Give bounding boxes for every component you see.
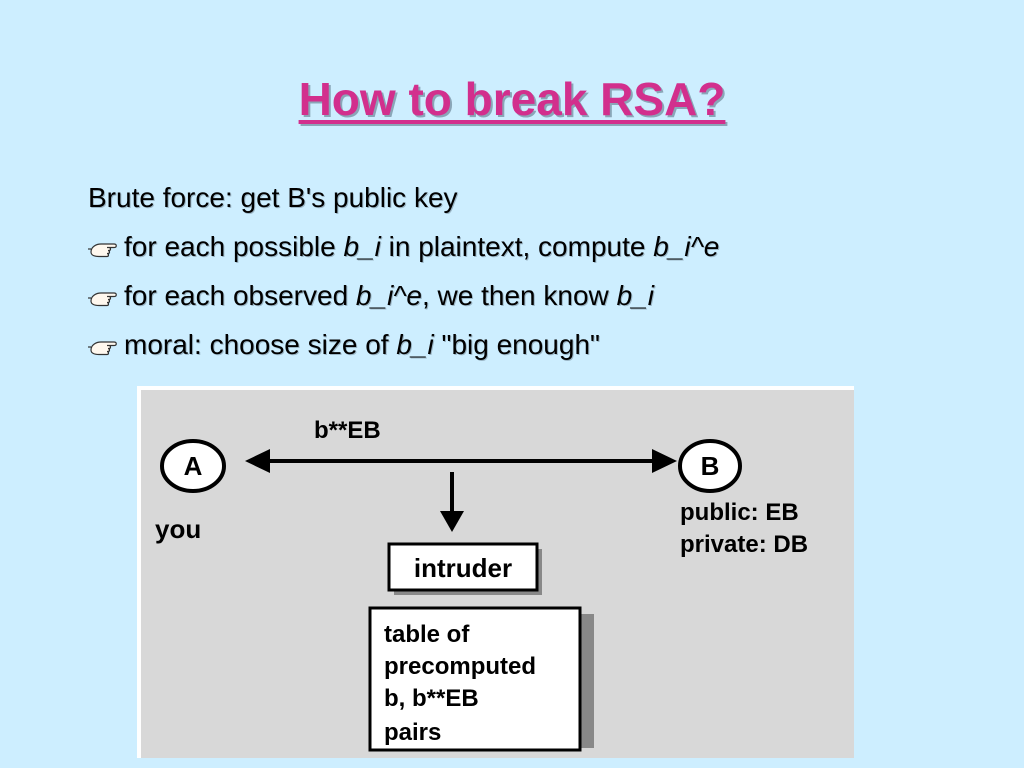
intruder-label: intruder <box>414 553 512 583</box>
node-a-caption: you <box>155 514 201 544</box>
rsa-diagram: b**EB A you B public: EB private: DB int… <box>137 386 854 758</box>
diagram-canvas: b**EB A you B public: EB private: DB int… <box>155 417 808 752</box>
node-a-circle <box>160 439 226 493</box>
node-b-public: public: EB <box>680 499 799 526</box>
bullet-text: moral: choose size of b_i "big enough" <box>124 329 600 360</box>
arrow-label: b**EB <box>314 417 381 444</box>
node-a-label: A <box>184 451 203 481</box>
pointing-hand-icon <box>88 232 124 260</box>
bullet-text: for each possible b_i in plaintext, comp… <box>124 231 720 262</box>
node-b-label: B <box>701 451 720 481</box>
pointing-hand-icon <box>88 281 124 309</box>
node-b-circle <box>678 439 742 493</box>
slide-title: How to break RSA? <box>298 73 726 125</box>
slide-content: Brute force: get B's public key for each… <box>88 178 968 374</box>
arrow-head-right <box>652 449 677 473</box>
down-arrow-head <box>440 511 464 532</box>
node-b-private: private: DB <box>680 531 808 558</box>
table-line: pairs <box>384 719 441 746</box>
pointing-hand-icon <box>88 330 124 358</box>
table-box <box>368 606 582 752</box>
table-line: b, b**EB <box>384 685 479 712</box>
intruder-box <box>387 542 539 592</box>
arrow-head-left <box>245 449 270 473</box>
bullet-text: for each observed b_i^e, we then know b_… <box>124 280 654 311</box>
bullet-item: moral: choose size of b_i "big enough" <box>88 325 968 374</box>
table-line: table of <box>384 621 470 648</box>
bullet-item: for each observed b_i^e, we then know b_… <box>88 276 968 325</box>
table-line: precomputed <box>384 653 536 680</box>
intro-line: Brute force: get B's public key <box>88 182 458 213</box>
bullet-item: for each possible b_i in plaintext, comp… <box>88 227 968 276</box>
